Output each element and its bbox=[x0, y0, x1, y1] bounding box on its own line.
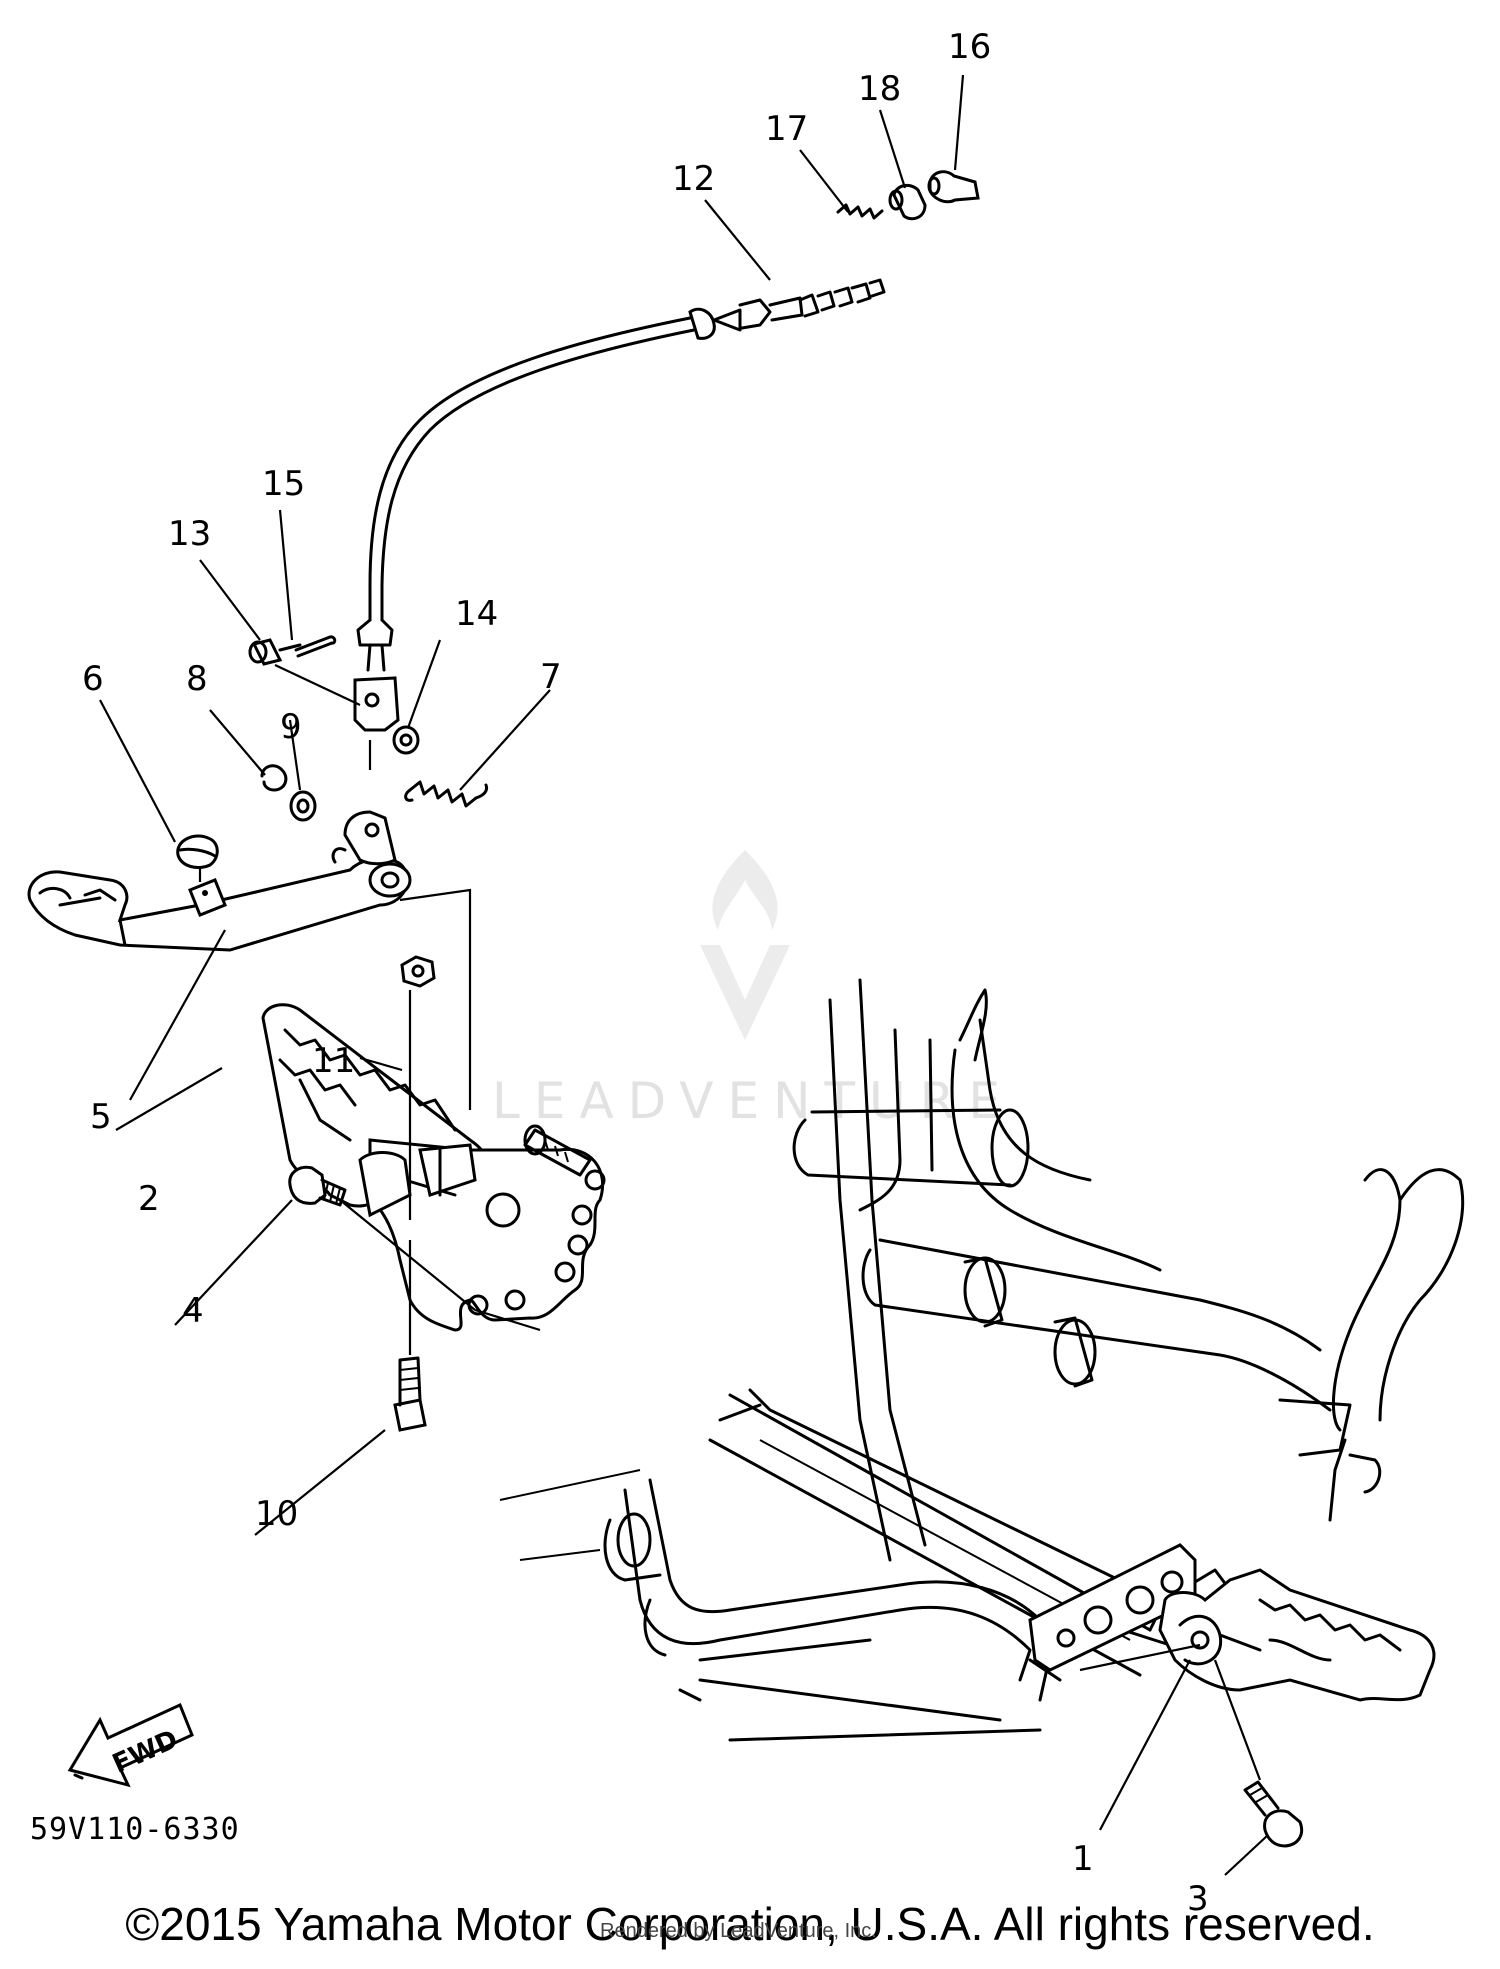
callout-11: 11 bbox=[312, 1041, 355, 1081]
right-footrest bbox=[1158, 1568, 1436, 1702]
callout-12: 12 bbox=[672, 159, 715, 199]
brake-pedal bbox=[27, 810, 412, 952]
callout-5: 5 bbox=[90, 1097, 112, 1137]
assembly-guide-lines bbox=[198, 664, 1262, 1781]
callout-15: 15 bbox=[262, 464, 305, 504]
callout-18: 18 bbox=[858, 69, 901, 109]
callout-9: 9 bbox=[280, 707, 302, 747]
callout-14: 14 bbox=[455, 594, 498, 634]
callout-leaders bbox=[99, 74, 1269, 1876]
callout-8: 8 bbox=[186, 659, 208, 699]
copyright-notice: ©2015 Yamaha Motor Corporation, U.S.A. A… bbox=[125, 1898, 1375, 1950]
callout-3: 3 bbox=[1187, 1879, 1209, 1919]
callout-4: 4 bbox=[182, 1291, 204, 1331]
callout-7: 7 bbox=[540, 657, 562, 697]
leadventure-watermark: LEADVENTURE bbox=[492, 850, 1014, 1130]
diagram-reference-code: 59V110-6330 bbox=[30, 1812, 240, 1847]
watermark-text: LEADVENTURE bbox=[492, 1072, 1014, 1130]
callout-6: 6 bbox=[82, 659, 104, 699]
callout-labels: 1 2 3 4 5 6 7 8 9 10 11 12 13 14 15 16 1… bbox=[82, 27, 1209, 1919]
callout-13: 13 bbox=[168, 514, 211, 554]
forward-direction-arrow: FWD bbox=[67, 1702, 194, 1788]
callout-2: 2 bbox=[138, 1179, 160, 1219]
callout-16: 16 bbox=[948, 27, 991, 67]
rendered-by-credit: Rendered by LeadVenture, Inc. bbox=[600, 1920, 877, 1942]
callout-10: 10 bbox=[255, 1494, 298, 1534]
left-footrest-assembly bbox=[261, 1003, 606, 1332]
callout-17: 17 bbox=[765, 109, 808, 149]
brake-cable bbox=[353, 278, 886, 732]
callout-1: 1 bbox=[1072, 1839, 1094, 1879]
hardware-parts bbox=[176, 170, 1304, 1848]
